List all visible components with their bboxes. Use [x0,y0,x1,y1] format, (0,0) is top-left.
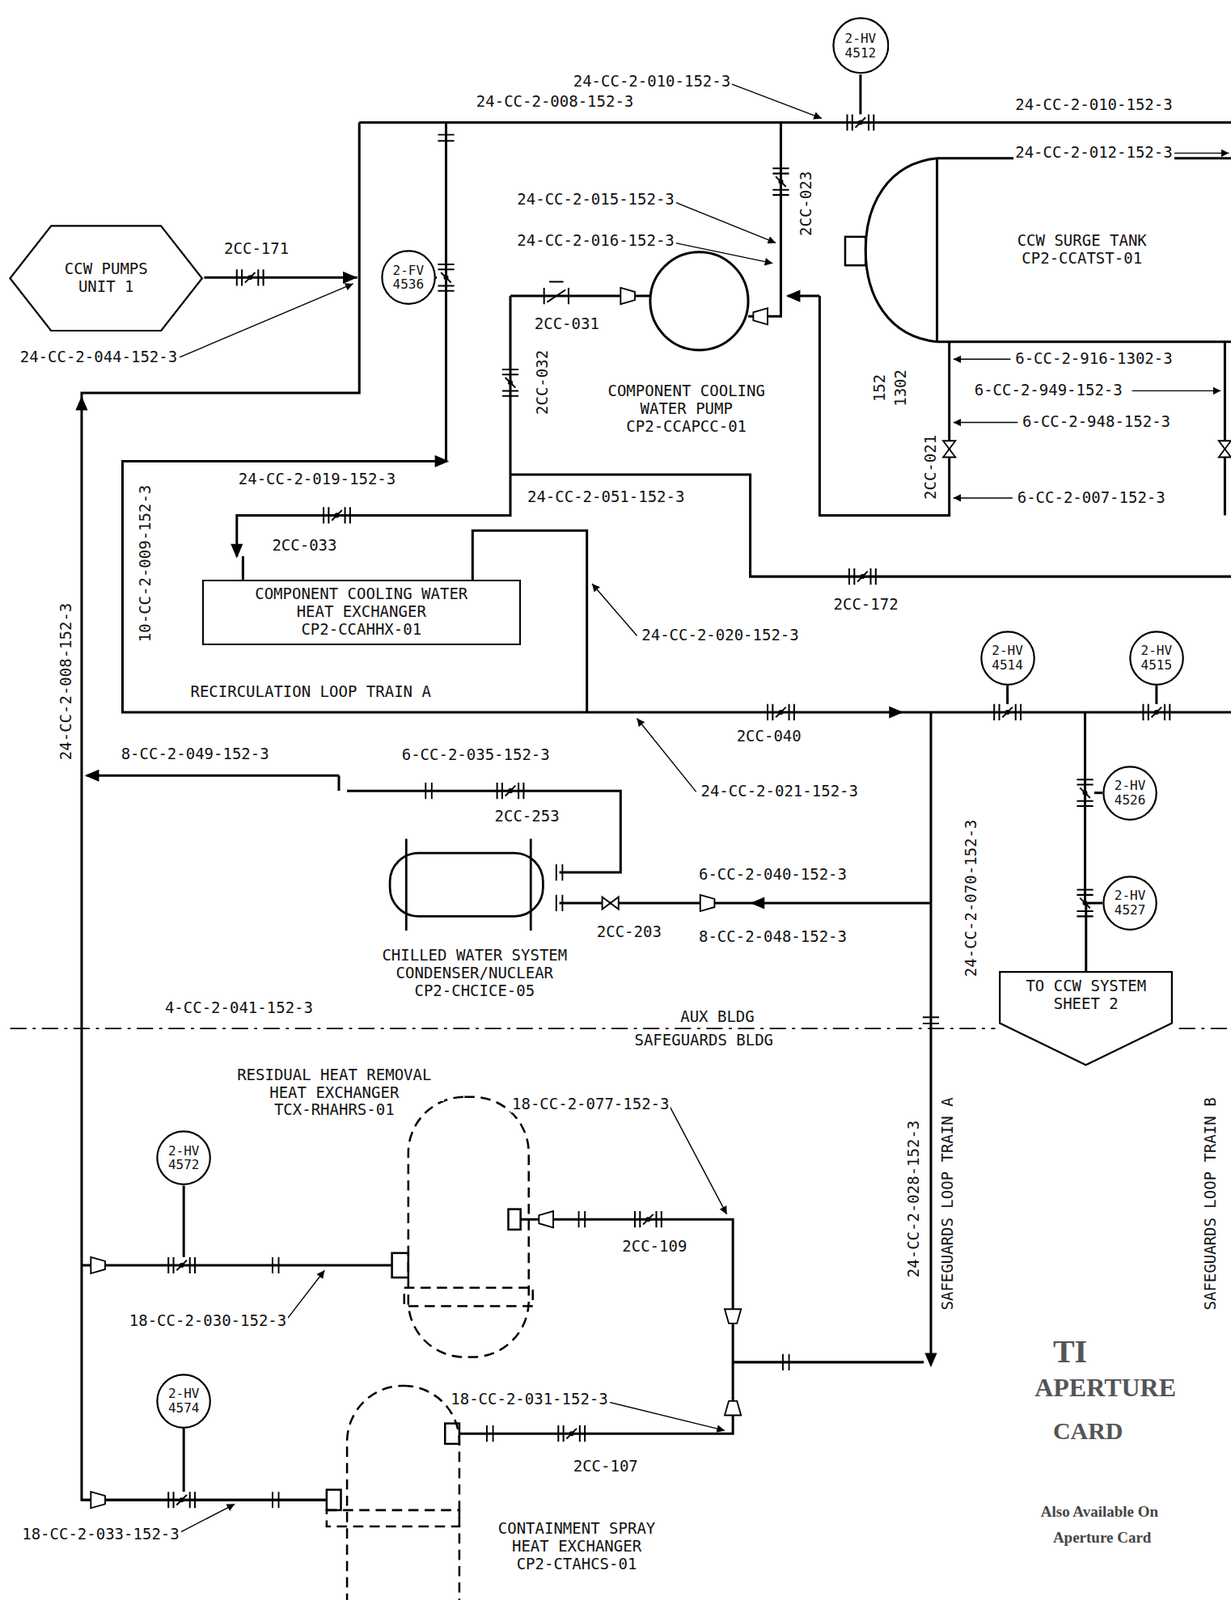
line-label: 2CC-203 [595,923,664,942]
vertical-line-label: 152 [871,372,889,403]
node-title: 2-HV [1141,643,1173,659]
valve-actuator-tag: 2-HV4512 [832,16,890,75]
spray-heat-exchanger: CONTAINMENT SPRAY HEAT EXCHANGERCP2-CTAH… [326,1379,705,1599]
node-title: COMPONENT COOLING WATER PUMP [593,382,780,419]
stamp-text: CARD [1051,1417,1126,1447]
line-label: AUX BLDG [678,1008,757,1027]
valve-actuator-tag: 2-HV4526 [1102,765,1158,821]
vertical-line-label: 24-CC-2-070-152-3 [963,817,982,978]
line-label: 18-CC-2-031-152-3 [448,1391,610,1409]
line-label: 8-CC-2-049-152-3 [119,745,271,764]
valve-actuator-tag: 2-HV4515 [1129,630,1185,686]
line-label: 6-CC-2-916-1302-3 [1013,350,1174,369]
equipment-tag: CP2-CCAPCC-01 [626,418,747,436]
line-label: 6-CC-2-948-152-3 [1020,413,1172,432]
equipment-tag: 4515 [1141,658,1173,673]
line-label: 2CC-033 [270,537,339,555]
line-label: 24-CC-2-044-152-3 [18,348,179,367]
stamp-text: APERTURE [1032,1373,1178,1404]
pipe-connector [1086,903,1103,973]
valve-actuator-tag: 2-HV4527 [1102,875,1158,931]
valve-actuator-tag: 2-FV4536 [380,249,436,305]
line-label: 2CC-040 [735,727,804,746]
surge-tank: CCW SURGE TANKCP2-CCATST-01 [939,168,1225,332]
vertical-line-label: 1302 [892,368,910,409]
equipment-tag: 4574 [168,1401,200,1417]
line-label: RECIRCULATION LOOP TRAIN A [188,683,432,702]
node-title: CONTAINMENT SPRAY HEAT EXCHANGER [487,1520,666,1557]
off-sheet-connector: TO CCW SYSTEM SHEET 2 [998,971,1174,1067]
line-label: 24-CC-2-015-152-3 [515,190,676,209]
line-label: 2CC-171 [222,240,291,259]
vertical-line-label: 2CC-021 [922,433,940,502]
equipment-tag: CP2-CCATST-01 [1021,249,1143,268]
line-label: 18-CC-2-033-152-3 [20,1526,181,1545]
line-label: 4-CC-2-041-152-3 [163,999,315,1018]
stamp-text: Also Available On [1039,1503,1160,1522]
line-label: SAFEGUARDS BLDG [632,1032,775,1050]
line-label: 24-CC-2-020-152-3 [639,626,800,645]
stamp-text: TI [1051,1333,1089,1371]
node-title: 2-HV [1114,778,1147,794]
vertical-line-label: 10-CC-2-009-152-3 [137,482,156,643]
line-label: 18-CC-2-077-152-3 [510,1095,671,1114]
node-title: 2-HV [168,1144,200,1160]
node-title: CCW PUMPS UNIT 1 [53,260,159,297]
node-title: CHILLED WATER SYSTEM CONDENSER/NUCLEAR [377,947,572,983]
line-label: 24-CC-2-019-152-3 [236,470,398,489]
node-title: COMPONENT COOLING WATER HEAT EXCHANGER [240,585,483,622]
line-label: 18-CC-2-030-152-3 [127,1312,288,1331]
heat-exchanger-box: COMPONENT COOLING WATER HEAT EXCHANGERCP… [202,579,521,646]
node-title: 2-HV [845,31,877,47]
vertical-line-label: SAFEGUARDS LOOP TRAIN A [938,1096,957,1313]
pump-group-hexagon: CCW PUMPS UNIT 1 [8,224,204,333]
line-label: 24-CC-2-008-152-3 [474,93,635,111]
node-title: TO CCW SYSTEM SHEET 2 [1017,977,1155,1014]
line-label: 24-CC-2-016-152-3 [515,232,676,250]
equipment-tag: 4512 [845,46,877,61]
node-title: CCW SURGE TANK [1017,232,1147,250]
valve-actuator-tag: 2-HV4514 [980,630,1036,686]
line-label: 24-CC-2-012-152-3 [1013,143,1174,162]
vertical-line-label: 24-CC-2-028-152-3 [905,1119,923,1280]
line-label: 24-CC-2-021-152-3 [698,782,859,801]
line-label: 6-CC-2-035-152-3 [400,746,552,765]
vertical-line-label: 2CC-023 [797,169,816,238]
condenser: CHILLED WATER SYSTEM CONDENSER/NUCLEARCP… [336,837,613,1006]
node-title: 2-HV [168,1387,200,1402]
line-label: 2CC-172 [832,596,901,614]
vertical-line-label: 2CC-032 [534,348,553,417]
vertical-line-label: 24-CC-2-008-152-3 [57,601,76,762]
vertical-line-label: SAFEGUARDS LOOP TRAIN B [1201,1096,1220,1313]
node-title: 2-FV [393,263,425,279]
equipment-tag: 4536 [393,277,425,292]
equipment-tag: 4527 [1114,903,1147,918]
equipment-tag: CP2-CHCICE-05 [414,982,535,1001]
line-label: 6-CC-2-007-152-3 [1015,489,1168,508]
line-label: 2CC-107 [571,1458,640,1477]
node-title: 2-HV [1114,888,1147,904]
line-label: 24-CC-2-051-152-3 [525,488,686,507]
node-title: RESIDUAL HEAT REMOVAL HEAT EXCHANGER [224,1066,445,1103]
node-title: 2-HV [991,643,1024,659]
equipment-tag: CP2-CTAHCS-01 [516,1556,638,1574]
equipment-tag: CP2-CCAHHX-01 [300,621,422,639]
line-label: 6-CC-2-949-152-3 [972,381,1125,400]
line-label: 8-CC-2-048-152-3 [697,928,849,947]
line-label: 2CC-253 [493,807,562,826]
equipment-tag: 4572 [168,1158,200,1173]
stamp-text: Aperture Card [1051,1529,1154,1548]
line-label: 24-CC-2-010-152-3 [1013,96,1174,115]
equipment-tag: 4514 [991,658,1024,673]
valve-actuator-tag: 2-HV4574 [156,1374,212,1430]
line-label: 2CC-031 [533,315,601,334]
line-label: 2CC-109 [620,1238,689,1257]
equipment-tag: 4526 [1114,793,1147,808]
pump: COMPONENT COOLING WATER PUMPCP2-CCAPCC-0… [566,253,807,442]
line-label: 24-CC-2-010-152-3 [571,72,732,91]
line-label: 6-CC-2-040-152-3 [697,866,849,885]
equipment-tag: TCX-RHAHRS-01 [274,1101,395,1120]
valve-actuator-tag: 2-HV4572 [156,1130,212,1186]
